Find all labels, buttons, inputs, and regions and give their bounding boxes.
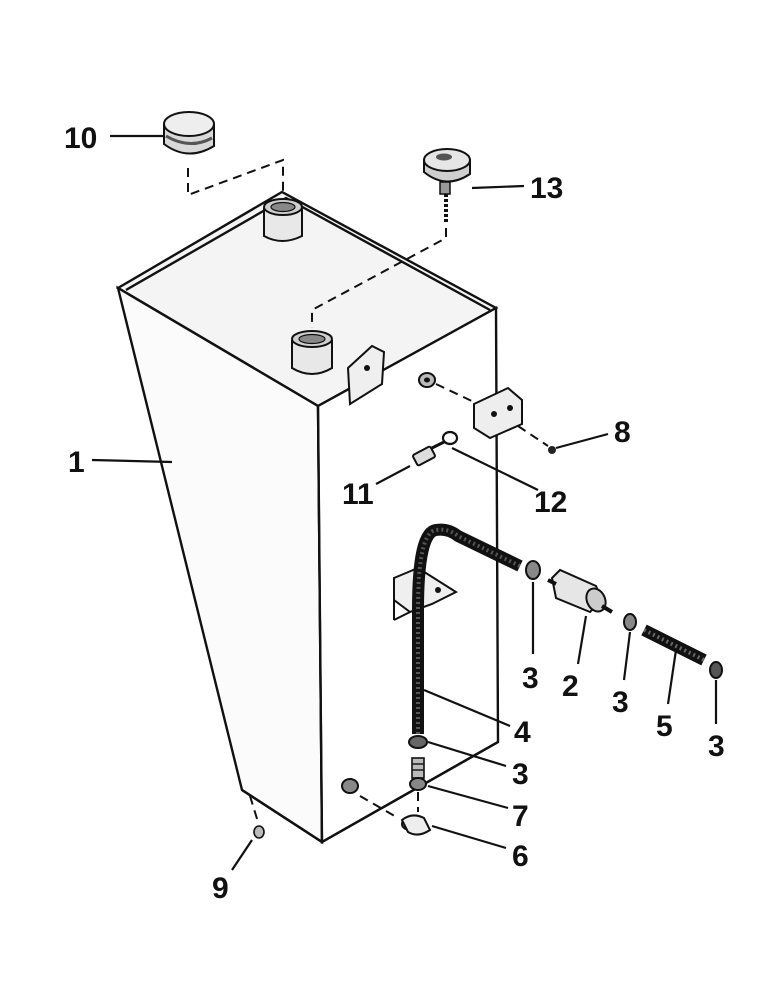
cap-13-guide <box>311 228 447 328</box>
clamp-3-a <box>525 560 541 580</box>
callout-9: 9 <box>212 872 229 905</box>
callout-3-d: 3 <box>512 758 529 791</box>
callout-11: 11 <box>342 478 374 511</box>
fuel-filter-2 <box>547 568 614 614</box>
callout-3-c: 3 <box>708 730 725 763</box>
callout-12: 12 <box>534 486 567 519</box>
leader-lines <box>91 134 718 871</box>
bolt-11 <box>412 440 445 467</box>
filler-neck-right <box>291 330 333 375</box>
bracket-guide-b <box>517 425 549 447</box>
callout-2: 2 <box>562 670 579 703</box>
bracket-8 <box>473 386 523 440</box>
elbow-6 <box>400 814 432 836</box>
filler-neck-left <box>263 198 303 242</box>
hose-5 <box>641 624 707 666</box>
callout-8: 8 <box>614 416 631 449</box>
hose-4 <box>412 523 523 734</box>
callout-5: 5 <box>656 710 673 743</box>
nut-8 <box>548 446 556 454</box>
callout-1: 1 <box>68 446 85 479</box>
callout-13: 13 <box>530 172 563 205</box>
callout-3-a: 3 <box>522 662 539 695</box>
drain-port <box>341 778 359 794</box>
callout-7: 7 <box>512 800 529 833</box>
callout-6: 6 <box>512 840 529 873</box>
plug-guide <box>249 795 259 823</box>
plug-9 <box>253 825 265 839</box>
drain-guide <box>359 795 399 819</box>
grommet-upper <box>418 372 436 388</box>
tank-body <box>115 190 500 845</box>
cap-13 <box>423 148 471 224</box>
clamp-3-b <box>623 613 637 631</box>
callout-4: 4 <box>514 716 531 749</box>
clamp-3-d <box>408 735 428 749</box>
nipple-7 <box>409 757 427 791</box>
callout-10: 10 <box>64 122 97 155</box>
tank-mounting-tab <box>346 344 386 406</box>
cap-10-guide <box>187 158 284 197</box>
clamp-3-c <box>709 661 723 679</box>
cap-10 <box>163 111 215 155</box>
washer-12 <box>441 430 459 446</box>
bracket-guide-a <box>435 383 479 405</box>
callout-3-b: 3 <box>612 686 629 719</box>
